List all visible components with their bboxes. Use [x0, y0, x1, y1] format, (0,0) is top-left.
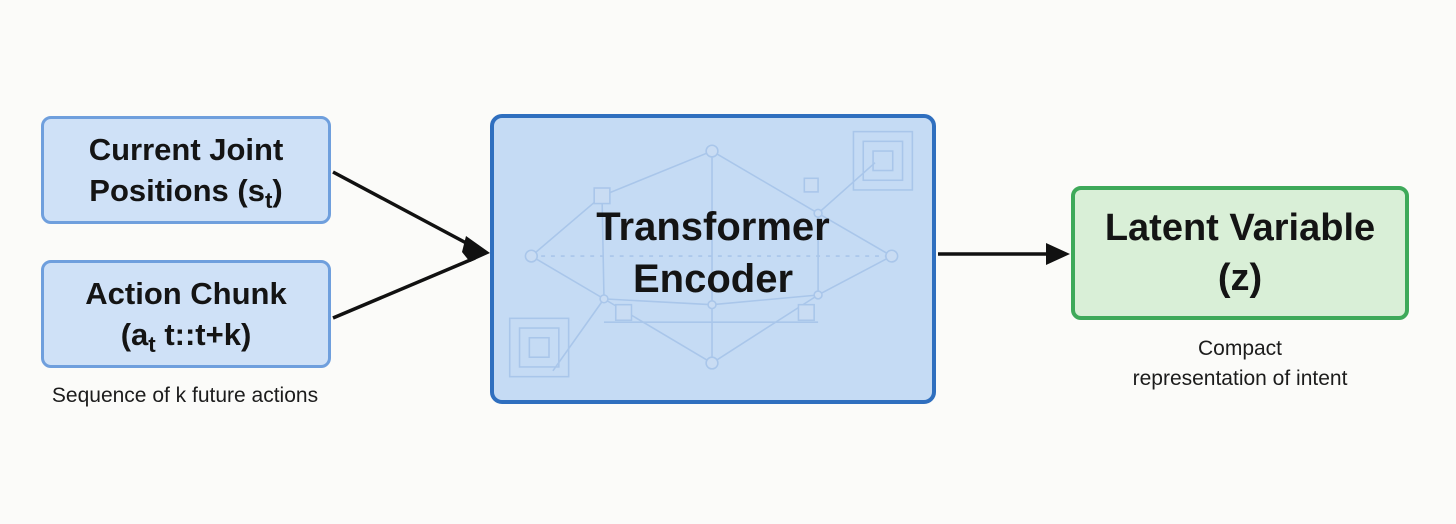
arrow-action-to-encoder: [332, 256, 476, 320]
action-chunk-subscript: t: [148, 332, 156, 358]
encoder-title: Transformer Encoder: [596, 201, 829, 305]
latent-caption-line2: representation of intent: [1132, 367, 1348, 390]
joint-positions-prefix: Positions (s: [89, 173, 265, 208]
latent-caption: Compact representation of intent: [1080, 334, 1400, 394]
action-chunk-line2: (at t::t+k): [120, 314, 252, 358]
joint-positions-line2: Positions (st): [89, 170, 283, 214]
arrowhead-inputs: [462, 236, 490, 262]
latent-variable-box: Latent Variable (z): [1071, 186, 1409, 320]
arrow-joint-to-encoder: [332, 170, 471, 247]
joint-positions-line1: Current Joint: [88, 132, 284, 167]
latent-variable-line1: Latent Variable: [1104, 207, 1376, 249]
action-chunk-line1: Action Chunk: [85, 276, 287, 311]
joint-positions-box: Current Joint Positions (st): [41, 116, 331, 224]
transformer-encoder-box: Transformer Encoder: [490, 114, 936, 404]
action-chunk-box: Action Chunk (at t::t+k): [41, 260, 331, 368]
action-chunk-suffix: t::t+k): [155, 317, 252, 352]
action-chunk-prefix: (a: [120, 317, 149, 352]
joint-positions-suffix: ): [272, 173, 283, 208]
latent-variable-line2: (z): [1217, 257, 1263, 299]
network-watermark-icon: [508, 130, 914, 378]
arrowhead-latent: [1046, 243, 1070, 265]
encoder-title-line2: Encoder: [632, 257, 794, 301]
joint-positions-subscript: t: [264, 188, 273, 214]
inputs-caption: Sequence of k future actions: [51, 384, 319, 407]
latent-caption-line1: Compact: [1197, 337, 1283, 360]
encoder-title-line1: Transformer: [596, 205, 830, 249]
